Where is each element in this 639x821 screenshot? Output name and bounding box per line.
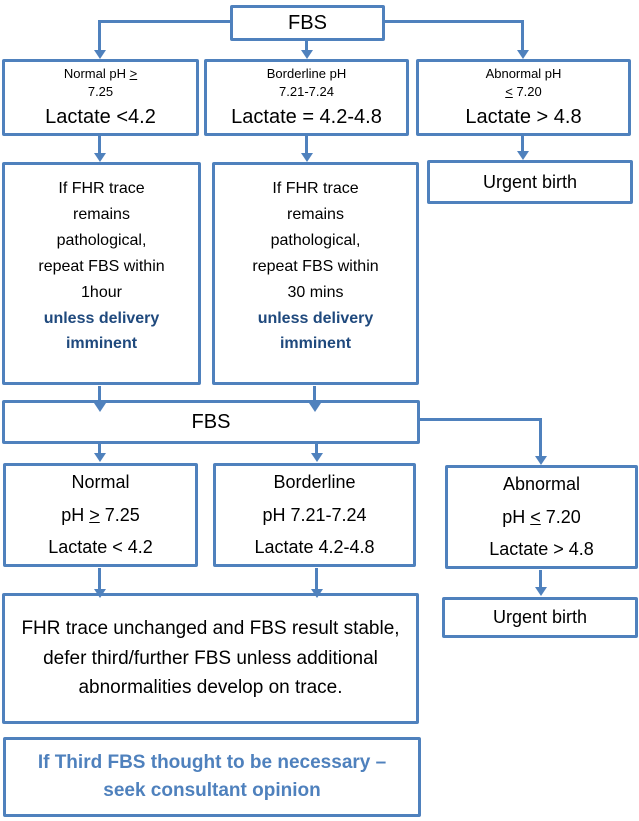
arrowhead-to-normal-1 bbox=[94, 50, 106, 59]
normal-2-line2: pH > 7.25 bbox=[61, 504, 140, 525]
connector-fbs2-to-borderline2 bbox=[315, 444, 318, 454]
connector-normal1-to-repeat1hr bbox=[98, 136, 101, 154]
repeat-30min-body: If FHR trace remains pathological, repea… bbox=[252, 180, 379, 301]
repeat-fbs-30min-box: If FHR trace remains pathological, repea… bbox=[212, 162, 419, 385]
connector-repeat1hr-to-fbs2 bbox=[98, 386, 101, 404]
borderline-result-box-1: Borderline pH 7.21-7.24 Lactate = 4.2-4.… bbox=[204, 59, 409, 136]
arrowhead-to-borderline-1 bbox=[301, 50, 313, 59]
arrowhead-to-repeat-30min bbox=[301, 153, 313, 162]
abnormal-1-line2: < 7.20 bbox=[505, 84, 542, 99]
abnormal-2-line2: pH < 7.20 bbox=[502, 506, 581, 527]
lte-operator: < bbox=[530, 506, 541, 527]
repeat-30min-emphasis: unless delivery imminent bbox=[257, 309, 374, 353]
arrowhead-to-normal-2 bbox=[94, 453, 106, 462]
gte-operator: > bbox=[129, 66, 138, 82]
connector-fbs2-to-normal2 bbox=[98, 444, 101, 454]
arrowhead-to-fbs2-right bbox=[309, 403, 321, 412]
urgent-birth-box-1: Urgent birth bbox=[427, 160, 633, 204]
abnormal-result-box-1: Abnormal pH < 7.20 Lactate > 4.8 bbox=[416, 59, 631, 136]
connector-normal2-to-defer bbox=[98, 568, 101, 590]
arrowhead-to-abnormal-1 bbox=[517, 50, 529, 59]
arrowhead-to-abnormal-2 bbox=[535, 456, 547, 465]
lte-operator: < bbox=[505, 84, 513, 99]
borderline-1-line2: 7.21-7.24 bbox=[279, 84, 334, 99]
abnormal-1-line1: Abnormal pH bbox=[485, 66, 562, 82]
connector-abnormal1-to-urgent1 bbox=[521, 136, 524, 152]
fbs-top-box: FBS bbox=[230, 5, 385, 41]
fbs-second-label: FBS bbox=[191, 410, 231, 433]
repeat-1hour-emphasis: unless delivery imminent bbox=[43, 309, 160, 353]
urgent-birth-2-label: Urgent birth bbox=[492, 607, 588, 627]
borderline-1-line1: Borderline pH bbox=[266, 66, 347, 82]
normal-2-lactate: Lactate < 4.2 bbox=[48, 537, 153, 558]
abnormal-1-lactate: Lactate > 4.8 bbox=[465, 105, 582, 128]
connector-fbs-to-normal bbox=[98, 20, 101, 51]
connector-fbs2-to-abnormal2 bbox=[539, 418, 542, 457]
normal-1-line1: Normal pH > bbox=[63, 66, 138, 82]
borderline-2-lactate: Lactate 4.2-4.8 bbox=[254, 537, 375, 558]
borderline-2-line1: Borderline bbox=[273, 472, 356, 493]
abnormal-2-lactate: Lactate > 4.8 bbox=[489, 539, 594, 560]
defer-fbs-text: FHR trace unchanged and FBS result stabl… bbox=[21, 618, 400, 699]
arrowhead-to-repeat-1hour bbox=[94, 153, 106, 162]
arrowhead-to-urgent-birth-2 bbox=[535, 587, 547, 596]
repeat-fbs-1hour-box: If FHR trace remains pathological, repea… bbox=[2, 162, 201, 385]
normal-1-lactate: Lactate <4.2 bbox=[45, 105, 156, 128]
gte-operator: > bbox=[89, 504, 100, 525]
arrowhead-to-defer-left bbox=[94, 589, 106, 598]
connector-borderline2-to-defer bbox=[315, 568, 318, 590]
borderline-1-lactate: Lactate = 4.2-4.8 bbox=[231, 105, 382, 128]
connector-abnormal2-to-urgent2 bbox=[539, 570, 542, 588]
arrowhead-to-fbs2-left bbox=[94, 403, 106, 412]
urgent-birth-1-label: Urgent birth bbox=[482, 171, 578, 192]
connector-fbs-right-horizontal bbox=[385, 20, 524, 23]
abnormal-result-box-2: Abnormal pH < 7.20 Lactate > 4.8 bbox=[445, 465, 638, 569]
normal-result-box-2: Normal pH > 7.25 Lactate < 4.2 bbox=[3, 463, 198, 567]
connector-fbs2-right-horizontal bbox=[418, 418, 542, 421]
normal-result-box-1: Normal pH > 7.25 Lactate <4.2 bbox=[2, 59, 199, 136]
normal-2-line1: Normal bbox=[71, 472, 130, 493]
borderline-result-box-2: Borderline pH 7.21-7.24 Lactate 4.2-4.8 bbox=[213, 463, 416, 567]
defer-fbs-box: FHR trace unchanged and FBS result stabl… bbox=[2, 593, 419, 724]
arrowhead-to-urgent-birth-1 bbox=[517, 151, 529, 160]
connector-repeat30-to-fbs2 bbox=[313, 386, 316, 404]
connector-fbs-to-abnormal bbox=[521, 20, 524, 51]
repeat-1hour-body: If FHR trace remains pathological, repea… bbox=[38, 180, 165, 301]
fbs-second-box: FBS bbox=[2, 400, 420, 444]
connector-fbs-left-horizontal bbox=[98, 20, 230, 23]
urgent-birth-box-2: Urgent birth bbox=[442, 597, 638, 638]
connector-borderline1-to-repeat30 bbox=[305, 136, 308, 154]
consultant-opinion-box: If Third FBS thought to be necessary – s… bbox=[3, 737, 421, 817]
normal-1-line2: 7.25 bbox=[87, 84, 114, 99]
arrowhead-to-borderline-2 bbox=[311, 453, 323, 462]
connector-fbs-to-borderline bbox=[305, 41, 308, 51]
arrowhead-to-defer-right bbox=[311, 589, 323, 598]
fbs-top-label: FBS bbox=[288, 11, 327, 34]
abnormal-2-line1: Abnormal bbox=[502, 474, 581, 495]
borderline-2-line2: pH 7.21-7.24 bbox=[262, 504, 367, 525]
consultant-opinion-text: If Third FBS thought to be necessary – s… bbox=[37, 751, 387, 802]
